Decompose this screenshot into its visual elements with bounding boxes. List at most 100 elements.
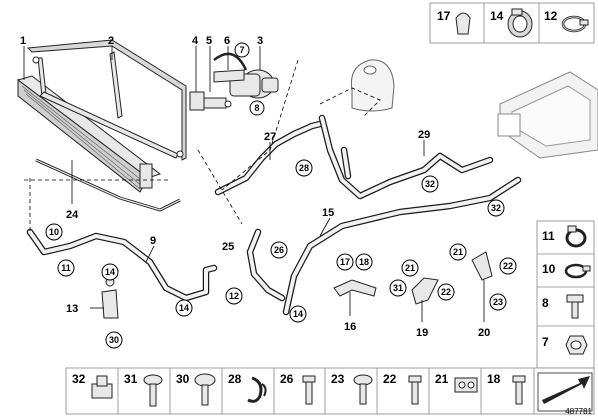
bolt-8-icon xyxy=(566,294,584,319)
pump-assembly xyxy=(189,52,279,111)
spring-clamp-icon xyxy=(561,15,589,33)
coolant-hoses xyxy=(26,114,522,316)
top-box-label-17: 17 xyxy=(437,9,451,23)
label-19: 19 xyxy=(416,327,428,339)
small-parts-box-bottom: 32 31 30 28 26 23 22 21 18 xyxy=(65,367,595,415)
svg-text:26: 26 xyxy=(274,245,284,255)
callout-14-left: 14 xyxy=(101,263,119,281)
callout-21-left: 21 xyxy=(401,259,419,277)
callout-32-right: 32 xyxy=(487,199,505,217)
bracket-13 xyxy=(101,289,119,319)
radiator-assembly xyxy=(16,39,187,193)
clamp-11-icon xyxy=(565,225,587,248)
label-1: 1 xyxy=(20,35,26,47)
callout-labels: 1 2 4 5 6 3 27 29 24 9 15 25 13 16 19 20 xyxy=(20,35,490,339)
right-box-label-7: 7 xyxy=(542,335,549,349)
bottom-box-label-26: 26 xyxy=(280,372,294,386)
screw-31-icon xyxy=(143,374,163,407)
callout-11: 11 xyxy=(57,259,75,277)
label-15: 15 xyxy=(322,207,334,219)
callout-8: 8 xyxy=(249,100,265,116)
label-6: 6 xyxy=(224,35,230,47)
svg-text:22: 22 xyxy=(441,287,451,297)
svg-text:22: 22 xyxy=(503,261,513,271)
label-3: 3 xyxy=(257,35,263,47)
label-2: 2 xyxy=(108,35,114,47)
svg-text:7: 7 xyxy=(239,45,244,55)
label-29: 29 xyxy=(418,129,430,141)
small-parts-box-top: 17 14 12 xyxy=(429,2,595,44)
svg-text:17: 17 xyxy=(340,257,350,267)
callout-18: 18 xyxy=(355,253,373,271)
callout-28: 28 xyxy=(295,159,313,177)
right-box-label-11: 11 xyxy=(542,229,555,243)
callout-23: 23 xyxy=(489,293,507,311)
label-9: 9 xyxy=(150,235,156,247)
circled-callouts: 7 8 28 32 32 10 11 26 14 14 12 14 17 18 … xyxy=(45,42,517,349)
brackets xyxy=(101,251,493,319)
intake-component xyxy=(497,71,598,159)
clip-28-icon xyxy=(247,376,267,403)
svg-text:14: 14 xyxy=(105,267,115,277)
direction-arrow-icon xyxy=(537,372,593,412)
label-27: 27 xyxy=(264,131,276,143)
clamp-10-icon xyxy=(564,263,591,279)
callout-32-top: 32 xyxy=(421,175,439,193)
bottom-box-label-23: 23 xyxy=(331,372,345,386)
bracket-20 xyxy=(471,251,493,281)
svg-text:14: 14 xyxy=(293,309,303,319)
svg-text:18: 18 xyxy=(359,257,369,267)
top-box-label-14: 14 xyxy=(490,9,504,23)
callout-22-left: 22 xyxy=(437,283,455,301)
right-box-label-10: 10 xyxy=(542,262,556,276)
label-5: 5 xyxy=(206,35,212,47)
small-parts-box-right: 11 10 8 7 xyxy=(536,220,595,369)
hose-clamp-icon xyxy=(507,8,533,38)
clip-icon xyxy=(455,12,471,35)
bottom-box-label-21: 21 xyxy=(435,372,449,386)
bottom-box-label-22: 22 xyxy=(383,372,397,386)
holder-21-icon xyxy=(454,377,478,393)
label-13: 13 xyxy=(66,303,78,315)
bracket-19 xyxy=(411,277,439,305)
callout-12: 12 xyxy=(225,287,243,305)
svg-text:12: 12 xyxy=(229,291,239,301)
bottom-box-label-28: 28 xyxy=(228,372,242,386)
label-24: 24 xyxy=(66,209,79,221)
leader-lines xyxy=(23,46,485,322)
bolt-26-icon xyxy=(302,375,316,405)
svg-text:21: 21 xyxy=(405,263,415,273)
label-4: 4 xyxy=(192,35,199,47)
callout-31: 31 xyxy=(389,279,407,297)
bottom-box-label-31: 31 xyxy=(124,372,138,386)
bracket-16 xyxy=(333,279,377,297)
callout-10: 10 xyxy=(45,223,63,241)
svg-text:14: 14 xyxy=(179,303,189,313)
bolt-22-icon xyxy=(408,375,422,405)
svg-text:32: 32 xyxy=(425,179,435,189)
right-box-label-8: 8 xyxy=(542,296,549,310)
holder-32-icon xyxy=(91,375,113,399)
diagram-part-number: 487781 xyxy=(565,407,592,416)
callout-30: 30 xyxy=(105,331,123,349)
label-25: 25 xyxy=(222,241,234,253)
bottom-box-label-30: 30 xyxy=(176,372,190,386)
callout-7: 7 xyxy=(234,42,250,58)
svg-text:28: 28 xyxy=(299,163,309,173)
svg-text:31: 31 xyxy=(393,283,403,293)
bolt-18-icon xyxy=(512,375,526,405)
screw-30-icon xyxy=(194,373,216,406)
callout-21-right: 21 xyxy=(449,243,467,261)
svg-text:23: 23 xyxy=(493,297,503,307)
svg-text:32: 32 xyxy=(491,203,501,213)
callout-14-mid: 14 xyxy=(175,299,193,317)
screw-23-icon xyxy=(353,374,373,405)
callout-17: 17 xyxy=(336,253,354,271)
bottom-box-label-18: 18 xyxy=(487,372,501,386)
label-20: 20 xyxy=(478,327,490,339)
svg-text:21: 21 xyxy=(453,247,463,257)
bottom-box-label-32: 32 xyxy=(72,372,86,386)
svg-text:8: 8 xyxy=(254,103,259,113)
callout-26: 26 xyxy=(270,241,288,259)
